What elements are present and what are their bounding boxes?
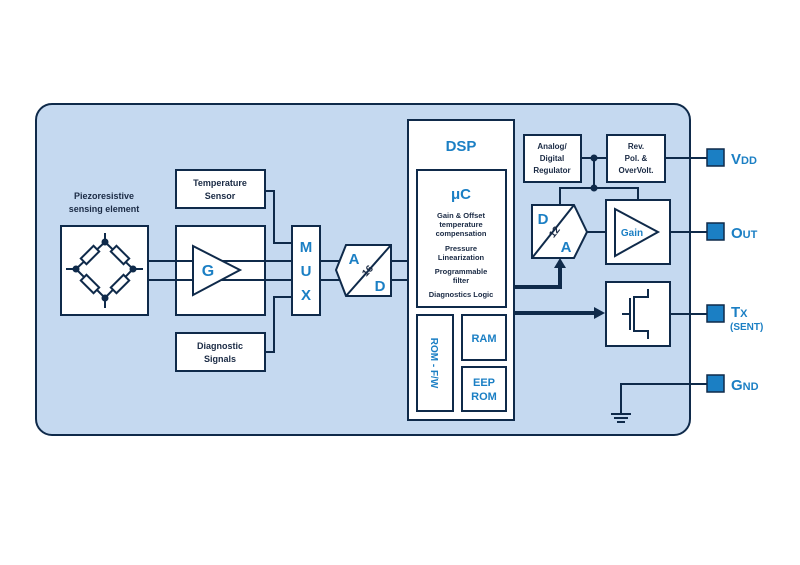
wheatstone-bridge <box>60 225 149 316</box>
temperature-sensor-block: Temperature Sensor <box>175 169 266 209</box>
temperature-sensor-label-1: Temperature <box>193 178 247 188</box>
uc-item-pressure-1: Pressure <box>445 244 477 253</box>
adc-block: A D 16 <box>334 244 392 297</box>
resistor-icon <box>109 273 131 295</box>
amplifier-label: G <box>202 263 214 280</box>
amplifier-triangle-icon <box>192 244 243 297</box>
adc-input-label: A <box>349 251 360 268</box>
uc-item-gain-offset-3: compensation <box>436 229 487 238</box>
eeprom-label-1: EEP <box>473 377 495 389</box>
protection-label-1: Rev. <box>628 142 644 151</box>
microcontroller-block: μC Gain & Offset temperature compensatio… <box>416 169 507 308</box>
regulator-label-3: Regulator <box>533 166 570 175</box>
pin-gnd: GND <box>706 374 759 394</box>
pin-vdd: VDD <box>706 148 757 168</box>
pin-vdd-label: VDD <box>731 151 757 168</box>
resistor-icon <box>79 273 101 295</box>
sensing-element-label-1: Piezoresistive <box>74 191 134 201</box>
gain-block: Gain <box>605 199 671 265</box>
dac-block: D A 12 <box>531 204 589 259</box>
uc-item-gain-offset-1: Gain & Offset <box>437 211 485 220</box>
uc-item-pressure-2: Linearization <box>438 253 485 262</box>
gain-amplifier-icon <box>614 207 661 258</box>
pin-tx: TX (SENT) <box>706 304 763 333</box>
uc-item-diagnostics: Diagnostics Logic <box>429 290 494 299</box>
ram-label: RAM <box>471 333 496 345</box>
protection-block: Rev. Pol. & OverVolt. <box>606 134 666 183</box>
pin-out: OUT <box>706 222 758 242</box>
arrow-up-icon <box>554 258 566 268</box>
diagnostic-signals-block: Diagnostic Signals <box>175 332 266 372</box>
rom-label: ROM - F/W <box>428 338 439 389</box>
transistor-block <box>605 281 671 347</box>
protection-label-2: Pol. & <box>625 154 648 163</box>
mosfet-icon <box>622 289 649 339</box>
ram-block: RAM <box>461 314 507 361</box>
uc-item-filter-2: filter <box>453 276 469 285</box>
pin-out-label: OUT <box>731 225 758 242</box>
uc-title: μC <box>451 186 471 203</box>
pin-tx-label: TX <box>731 304 748 321</box>
arrow-right-icon <box>594 307 605 319</box>
rom-firmware-block: ROM - F/W <box>416 314 454 412</box>
resistor-icon <box>79 244 101 266</box>
dsp-block: DSP μC Gain & Offset temperature compens… <box>407 119 515 421</box>
dac-output-label: A <box>561 239 572 256</box>
dac-input-label: D <box>538 211 549 228</box>
mux-block: M U X <box>291 225 321 316</box>
dsp-title: DSP <box>446 138 477 155</box>
mux-letter-u: U <box>301 263 312 280</box>
protection-label-3: OverVolt. <box>619 166 654 175</box>
pin-tx-note: (SENT) <box>730 322 763 333</box>
uc-item-gain-offset-2: temperature <box>439 220 482 229</box>
eeprom-label-2: ROM <box>471 391 497 403</box>
eeprom-block: EEP ROM <box>461 366 507 412</box>
ground-icon <box>611 383 708 423</box>
gain-label: Gain <box>621 228 643 239</box>
uc-item-filter-1: Programmable <box>435 267 488 276</box>
pin-gnd-label: GND <box>731 377 759 394</box>
adc-output-label: D <box>375 278 386 295</box>
mux-letter-x: X <box>301 287 311 304</box>
temperature-sensor-label-2: Sensor <box>205 191 236 201</box>
amplifier-block: G <box>175 225 266 316</box>
resistor-icon <box>109 244 131 266</box>
sensing-element-label-2: sensing element <box>69 204 140 214</box>
regulator-label-1: Analog/ <box>537 142 567 151</box>
mux-letter-m: M <box>300 239 313 256</box>
diagnostic-label-1: Diagnostic <box>197 341 243 351</box>
regulator-block: Analog/ Digital Regulator <box>523 134 582 183</box>
diagnostic-label-2: Signals <box>204 354 236 364</box>
regulator-label-2: Digital <box>540 154 564 163</box>
